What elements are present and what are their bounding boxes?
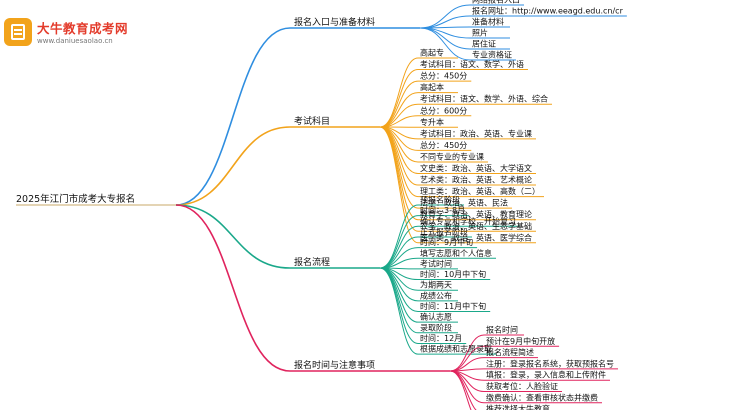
branch-topic-1[interactable]: 报名入口与准备材料 — [294, 16, 375, 28]
leaf-connector — [449, 370, 472, 410]
book-logo-icon — [4, 18, 32, 46]
leaf-topic[interactable]: 准备材料 — [472, 17, 504, 27]
leaf-topic[interactable]: 确认志愿 — [420, 312, 452, 322]
leaf-topic[interactable]: 考试科目：语文、数学、外语 — [420, 59, 524, 69]
leaf-connector — [419, 27, 471, 50]
leaf-topic[interactable]: 照片 — [472, 28, 488, 38]
leaf-connector — [379, 267, 419, 355]
leaf-topic[interactable]: 时间：10月中下旬 — [420, 269, 486, 279]
branch-connector-1 — [175, 27, 291, 206]
leaf-connector — [419, 15, 471, 29]
leaf-connector — [379, 247, 419, 269]
branch-topic-4[interactable]: 报名时间与注意事项 — [294, 359, 375, 371]
leaf-topic[interactable]: 法学：政治、英语、民法 — [420, 198, 508, 208]
logo-domain: www.daniuesaolao.cn — [37, 37, 113, 45]
branch-connector-3 — [175, 204, 291, 269]
leaf-topic[interactable]: 填报：登录，录入信息和上传附件 — [486, 370, 606, 380]
leaf-topic[interactable]: 为期两天 — [420, 280, 452, 290]
leaf-topic[interactable]: 网络报名入口 — [472, 0, 520, 5]
leaf-connector — [379, 80, 419, 128]
leaf-connector — [379, 267, 419, 334]
leaf-topic[interactable]: 考试时间 — [420, 258, 452, 268]
leaf-topic[interactable]: 填写志愿和个人信息 — [420, 248, 492, 258]
leaf-topic[interactable]: 理工类：政治、英语、高数（二） — [420, 186, 540, 196]
leaf-topic[interactable]: 时间：9月中旬 — [420, 237, 473, 247]
leaf-topic[interactable]: 专业资格证 — [472, 50, 512, 60]
leaf-topic[interactable]: 农学：政治、英语、生态学基础 — [420, 221, 532, 231]
leaf-topic[interactable]: 居住证 — [472, 39, 496, 49]
leaf-connector — [379, 103, 419, 128]
leaf-topic[interactable]: 文史类：政治、英语、大学语文 — [420, 163, 532, 173]
leaf-topic[interactable]: 报名时间 — [486, 325, 518, 335]
leaf-connector — [419, 27, 471, 61]
leaf-topic[interactable]: 高起本 — [420, 82, 444, 92]
leaf-topic[interactable]: 不同专业的专业课 — [420, 151, 484, 161]
leaf-topic[interactable]: 时间：11月中下旬 — [420, 301, 486, 311]
leaf-topic[interactable]: 确认专业和学校，开始复习 — [420, 216, 516, 226]
leaf-topic[interactable]: 正式报名阶段 — [420, 226, 468, 236]
leaf-topic[interactable]: 总分：450分 — [420, 71, 467, 81]
leaf-topic[interactable]: 总分：600分 — [420, 105, 467, 115]
leaf-topic[interactable]: 专升本 — [420, 117, 444, 127]
leaf-topic[interactable]: 成绩公布 — [420, 290, 452, 300]
branch-connector-2 — [175, 126, 291, 206]
branch-connector-4 — [175, 204, 291, 372]
leaf-topic[interactable]: 总分：450分 — [420, 140, 467, 150]
leaf-connector — [379, 267, 419, 323]
leaf-topic[interactable]: 预计在9月中旬开放 — [486, 336, 555, 346]
mind-map-nodes: 2025年江门市成考大专报名 报名入口与准备材料 网络报名入口报名网址：http:/… — [16, 0, 624, 410]
leaf-topic[interactable]: 缴费确认：查看审核状态并缴费 — [486, 392, 598, 402]
logo-title: 大牛教育成考网 — [37, 21, 129, 36]
leaf-topic[interactable]: 时间：12月 — [420, 333, 462, 343]
branch-topic-2[interactable]: 考试科目 — [294, 115, 330, 127]
site-logo[interactable]: 大牛教育成考网 www.daniuesaolao.cn — [4, 16, 164, 52]
leaf-topic[interactable]: 报名流程简述 — [486, 347, 534, 357]
leaf-topic[interactable]: 教育学：政治、英语、教育理论 — [420, 209, 532, 219]
leaf-topic[interactable]: 推荐选择大牛教育 — [486, 404, 550, 410]
leaf-topic[interactable]: 报名网址：http://www.eeagd.edu.cn/cr — [472, 6, 624, 16]
leaf-topic[interactable]: 注册：登录报名系统，获取预报名号 — [486, 358, 614, 368]
leaf-topic[interactable]: 预报名阶段 — [420, 195, 460, 205]
leaf-topic[interactable]: 获取考位：人脸验证 — [486, 381, 558, 391]
leaf-connector — [379, 215, 419, 269]
leaf-connector — [379, 69, 419, 128]
branch-topic-3[interactable]: 报名流程 — [294, 256, 330, 268]
leaf-connector — [379, 126, 419, 186]
leaf-connector — [379, 126, 419, 232]
leaf-topic[interactable]: 艺术类：政治、英语、艺术概论 — [420, 175, 532, 185]
mind-map-edges — [16, 4, 627, 410]
root-topic[interactable]: 2025年江门市成考大专报名 — [16, 193, 135, 205]
leaf-topic[interactable]: 考试科目：语文、数学、外语、综合 — [420, 94, 548, 104]
leaf-topic[interactable]: 医学类：政治、英语、医学综合 — [420, 232, 532, 242]
leaf-topic[interactable]: 时间：3-8月 — [420, 205, 465, 215]
leaf-topic[interactable]: 录取阶段 — [420, 322, 452, 332]
leaf-connector — [379, 225, 419, 269]
leaf-topic[interactable]: 根据成绩和志愿录取 — [420, 344, 492, 354]
leaf-connector — [449, 370, 485, 392]
leaf-topic[interactable]: 考试科目：政治、英语、专业课 — [420, 128, 532, 138]
leaf-topic[interactable]: 高起专 — [420, 48, 444, 58]
